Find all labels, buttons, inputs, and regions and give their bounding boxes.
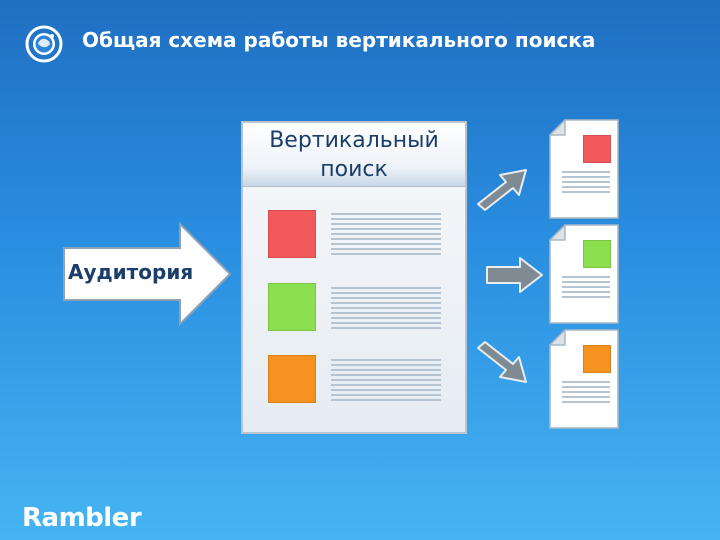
arrow-to-document-1 — [477, 169, 527, 211]
result-thumbnail-red — [268, 210, 316, 258]
result-document — [549, 329, 619, 429]
audience-label: Аудитория — [68, 260, 194, 284]
result-thumbnail-green — [268, 283, 316, 331]
document-page-icon — [549, 119, 619, 219]
result-document — [549, 119, 619, 219]
globe-icon — [25, 25, 63, 63]
document-page-icon — [549, 329, 619, 429]
result-document — [549, 224, 619, 324]
document-page-icon — [549, 224, 619, 324]
document-thumbnail-red — [583, 135, 611, 163]
document-thumbnail-orange — [583, 345, 611, 373]
result-text-lines — [331, 287, 441, 332]
vertical-search-title: Вертикальный поиск — [243, 123, 465, 187]
search-results-area — [243, 187, 465, 432]
vertical-search-block: Вертикальный поиск — [241, 121, 467, 434]
document-text-lines — [562, 381, 610, 406]
arrow-to-document-2 — [486, 257, 543, 293]
result-thumbnail-orange — [268, 355, 316, 403]
document-text-lines — [562, 171, 610, 196]
audience-arrow — [63, 222, 232, 326]
rambler-logo: Rambler — [22, 503, 142, 533]
document-text-lines — [562, 276, 610, 301]
result-text-lines — [331, 359, 441, 404]
arrow-to-document-3 — [477, 341, 527, 383]
document-thumbnail-green — [583, 240, 611, 268]
result-text-lines — [331, 213, 441, 258]
slide-title: Общая схема работы вертикального поиска — [82, 28, 596, 52]
